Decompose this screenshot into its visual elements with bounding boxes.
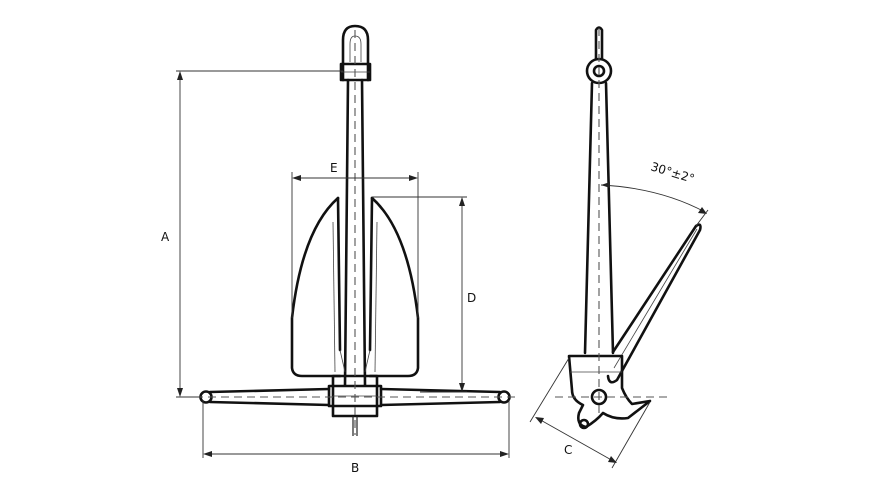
side-shank <box>583 81 615 355</box>
angle-arc <box>600 184 706 213</box>
side-crown <box>567 354 652 429</box>
side-dimensions: 30°±2° C <box>529 159 709 469</box>
front-shank <box>343 78 367 387</box>
side-view <box>555 26 702 430</box>
angle-label: 30°±2° <box>649 159 696 186</box>
dimension-c-label: C <box>564 443 572 457</box>
dimension-b-label: B <box>351 461 359 475</box>
front-dimensions: A B E D <box>161 70 510 475</box>
side-fluke <box>606 223 702 384</box>
dimension-e-label: E <box>330 161 338 175</box>
front-view <box>195 24 520 436</box>
dimension-a-label: A <box>161 230 170 244</box>
side-pivot-pin <box>590 388 608 406</box>
front-stock-bar <box>208 387 502 407</box>
front-shackle-eye <box>341 24 370 82</box>
dimension-c-line <box>536 417 616 463</box>
dimension-d-label: D <box>467 291 476 305</box>
